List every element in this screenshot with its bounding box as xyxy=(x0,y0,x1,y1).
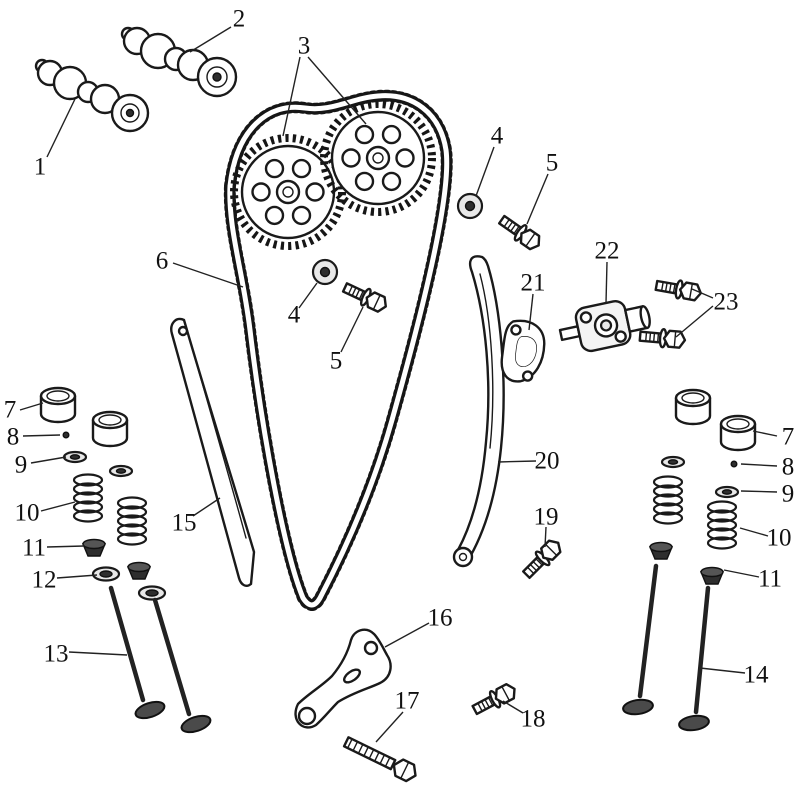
valve-shim xyxy=(730,460,738,468)
valve xyxy=(678,585,711,732)
leader-line xyxy=(307,56,367,125)
mounting-bracket xyxy=(294,628,392,729)
leader-line xyxy=(46,545,85,548)
leader-line xyxy=(46,98,76,158)
callout-4: 4 xyxy=(491,123,504,150)
leader-line xyxy=(691,288,714,299)
callout-7: 7 xyxy=(4,397,17,424)
camshaft-rear xyxy=(120,26,238,98)
leader-line xyxy=(497,460,537,463)
sprocket-washer-lower xyxy=(311,258,339,286)
valve-train-left xyxy=(39,386,212,734)
leader-line xyxy=(340,306,364,353)
callout-5: 5 xyxy=(330,348,343,375)
leader-line xyxy=(740,463,778,467)
leader-line xyxy=(739,527,769,537)
callout-3: 3 xyxy=(298,33,311,60)
callout-1: 1 xyxy=(34,154,47,181)
callout-7: 7 xyxy=(782,424,795,451)
callout-18: 18 xyxy=(521,706,546,733)
callout-13: 13 xyxy=(44,641,69,668)
callout-9: 9 xyxy=(782,481,795,508)
valve xyxy=(152,597,212,734)
chain-tensioner xyxy=(558,299,651,353)
spring-seat xyxy=(660,455,686,469)
leader-line xyxy=(172,262,244,288)
spring-retainer xyxy=(700,566,724,585)
leader-line xyxy=(56,574,98,579)
valve xyxy=(108,585,166,720)
spring-seat xyxy=(62,450,88,464)
timing-chain xyxy=(223,89,453,611)
leader-line xyxy=(282,56,301,137)
leader-line xyxy=(22,434,61,437)
spring-retainer xyxy=(82,538,106,557)
callout-16: 16 xyxy=(428,605,453,632)
tappet xyxy=(719,414,757,452)
callout-20: 20 xyxy=(535,448,560,475)
leader-line xyxy=(19,402,44,411)
callout-8: 8 xyxy=(7,424,20,451)
spring-retainer xyxy=(649,541,673,560)
chain-guide-fixed xyxy=(452,255,505,568)
leader-line xyxy=(475,146,495,197)
leader-line xyxy=(68,651,128,656)
leader-line xyxy=(40,501,76,512)
lower-seat xyxy=(137,585,167,601)
callout-4: 4 xyxy=(288,302,301,329)
sprocket-washer-upper xyxy=(456,192,484,220)
callout-11: 11 xyxy=(22,535,46,562)
valve-shim xyxy=(62,431,70,439)
camshaft-front xyxy=(34,58,150,133)
leader-line xyxy=(605,261,608,304)
callout-9: 9 xyxy=(15,452,28,479)
leader-line xyxy=(723,569,760,578)
callout-23: 23 xyxy=(714,289,739,316)
leader-line xyxy=(375,711,404,743)
callout-21: 21 xyxy=(521,270,546,297)
callout-5: 5 xyxy=(546,150,559,177)
lower-seat xyxy=(91,566,121,582)
leader-line xyxy=(528,293,534,331)
tappet xyxy=(39,386,77,424)
leader-line xyxy=(752,430,778,437)
tappet xyxy=(91,410,129,448)
callout-2: 2 xyxy=(233,6,246,33)
callouts-layer: 1234564521222378910111213152019161718789… xyxy=(4,6,795,733)
leader-line xyxy=(298,282,318,309)
callout-11: 11 xyxy=(758,566,782,593)
callout-12: 12 xyxy=(32,567,57,594)
tappet xyxy=(674,388,712,426)
tensioner-gasket xyxy=(500,319,546,383)
callout-22: 22 xyxy=(595,238,620,265)
callout-10: 10 xyxy=(767,525,792,552)
leader-line xyxy=(699,667,746,674)
leader-line xyxy=(189,26,232,53)
spring-seat xyxy=(108,464,134,478)
leader-line xyxy=(502,700,524,714)
leader-line xyxy=(544,526,547,548)
leader-line xyxy=(192,497,221,517)
leader-line xyxy=(740,490,778,493)
callout-17: 17 xyxy=(395,688,420,715)
leader-line xyxy=(384,622,430,648)
valve xyxy=(622,563,659,716)
spring-retainer xyxy=(127,561,151,580)
leader-lines xyxy=(19,26,778,743)
spring-seat xyxy=(714,485,740,499)
callout-10: 10 xyxy=(15,500,40,527)
valve-train-right xyxy=(622,388,757,732)
leader-line xyxy=(675,305,714,338)
leader-line xyxy=(526,173,549,225)
callout-6: 6 xyxy=(156,248,169,275)
leader-line xyxy=(30,456,67,464)
callout-8: 8 xyxy=(782,454,795,481)
callout-19: 19 xyxy=(534,504,559,531)
callout-14: 14 xyxy=(744,662,770,689)
callout-15: 15 xyxy=(172,510,197,537)
chain-guide-tensioner-side xyxy=(170,317,256,587)
